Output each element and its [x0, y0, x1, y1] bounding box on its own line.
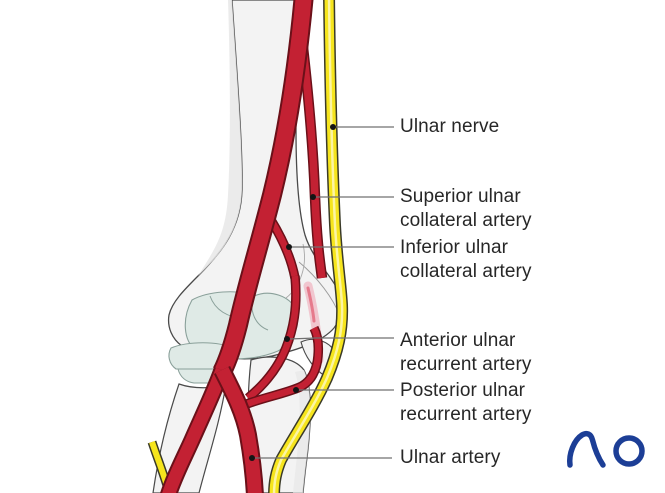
label-posterior-ulnar-recurrent-artery: Posterior ulnar recurrent artery — [400, 380, 532, 425]
dot-ulnar-artery — [249, 455, 255, 461]
label-ulnar-nerve: Ulnar nerve — [400, 116, 500, 137]
brachial-artery — [212, 0, 314, 377]
dot-ulnar-nerve — [330, 124, 336, 130]
label-anterior-ulnar-recurrent-artery: Anterior ulnar recurrent artery — [400, 330, 532, 375]
label-superior-ulnar-collateral-artery: Superior ulnar collateral artery — [400, 186, 532, 231]
ao-logo — [562, 424, 652, 476]
dot-superior-collateral — [310, 194, 316, 200]
ao-logo-icon — [567, 430, 645, 468]
anterior-ulnar-recurrent-artery — [244, 275, 301, 402]
ulnar-artery — [213, 365, 264, 493]
ulnar-nerve — [268, 0, 349, 493]
posterior-ulnar-recurrent-artery — [242, 325, 324, 410]
dot-posterior-recurrent — [293, 387, 299, 393]
label-ulnar-artery: Ulnar artery — [400, 447, 501, 468]
dot-anterior-recurrent — [284, 336, 290, 342]
humerus-shading — [198, 0, 243, 276]
radial-artery — [160, 367, 230, 493]
label-inferior-ulnar-collateral-artery: Inferior ulnar collateral artery — [400, 237, 532, 282]
leader-anterior-recurrent — [288, 337, 394, 340]
bone-fold-line — [285, 243, 305, 299]
dot-inferior-collateral — [286, 244, 292, 250]
